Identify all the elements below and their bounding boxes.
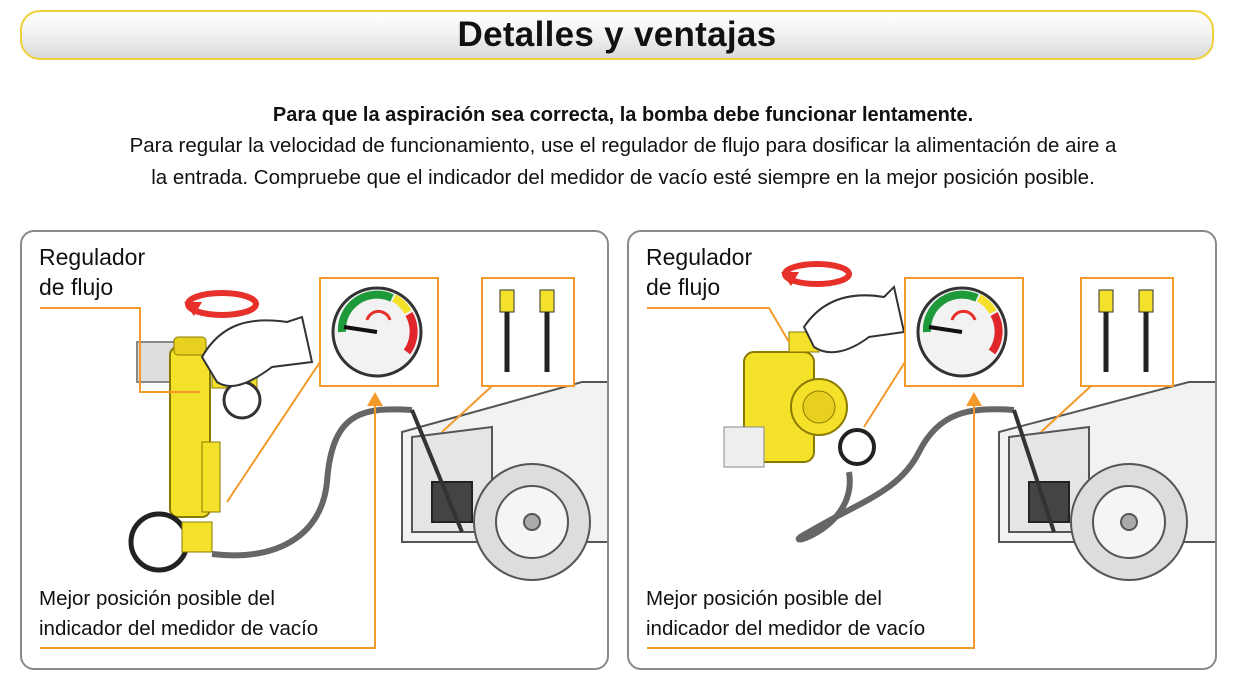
orange-arrow-icon <box>966 392 982 406</box>
vacuum-gauge-inset <box>904 277 1024 387</box>
vacuum-gauge-inset <box>319 277 439 387</box>
regulator-label-line-2: de flujo <box>39 274 114 300</box>
rotation-arrow-icon <box>184 290 259 318</box>
intro-body-line-2: la entrada. Compruebe que el indicador d… <box>151 166 1095 189</box>
tube-callout-line <box>1040 385 1092 433</box>
car-front-icon <box>998 381 1215 581</box>
regulator-label-line-2: de flujo <box>646 274 721 300</box>
best-position-line-2: indicador del medidor de vacío <box>39 617 319 640</box>
regulator-leader-line <box>40 307 200 393</box>
hand-icon <box>200 315 314 387</box>
panel-piston-pump: Regulador de flujo Mejor posición posibl… <box>20 230 609 670</box>
piston-pump-illustration <box>40 277 607 649</box>
rotation-arrow-icon <box>781 261 852 287</box>
orange-arrow-icon <box>367 392 383 406</box>
panel-diaphragm-pump: Regulador de flujo Mejor posición posibl… <box>627 230 1217 670</box>
suction-hose <box>795 406 1015 543</box>
suction-hose <box>211 406 413 559</box>
page-title: Detalles y ventajas <box>457 15 777 54</box>
car-front-icon <box>401 381 607 581</box>
intro-bold-line: Para que la aspiración sea correcta, la … <box>272 104 974 126</box>
best-position-line-2: indicador del medidor de vacío <box>646 617 926 640</box>
best-position-label: Mejor posición posible del indicador del… <box>646 584 925 644</box>
regulator-label-line-1: Regulador <box>39 244 146 270</box>
title-banner: Detalles y ventajas <box>20 10 1214 60</box>
best-position-line-1: Mejor posición posible del <box>39 587 275 610</box>
gauge-callout-line <box>226 361 321 503</box>
hand-icon <box>802 285 906 354</box>
regulator-leader-line <box>647 307 790 343</box>
best-position-leader-line <box>40 396 376 649</box>
best-position-line-1: Mejor posición posible del <box>646 587 882 610</box>
piston-pump-icon <box>128 336 262 573</box>
intro-text: Para que la aspiración sea correcta, la … <box>0 100 1246 194</box>
best-position-leader-line <box>647 396 975 649</box>
diaphragm-pump-icon <box>723 331 876 468</box>
best-position-label: Mejor posición posible del indicador del… <box>39 584 318 644</box>
suction-tube-inset <box>481 277 575 387</box>
gauge-callout-line <box>863 361 906 428</box>
regulator-label: Regulador de flujo <box>646 242 752 302</box>
diaphragm-pump-illustration <box>647 261 1215 649</box>
suction-tube-inset <box>1080 277 1174 387</box>
tube-callout-line <box>441 385 493 433</box>
regulator-label: Regulador de flujo <box>39 242 145 302</box>
intro-body-line-1: Para regular la velocidad de funcionamie… <box>129 134 1117 157</box>
regulator-label-line-1: Regulador <box>646 244 753 270</box>
